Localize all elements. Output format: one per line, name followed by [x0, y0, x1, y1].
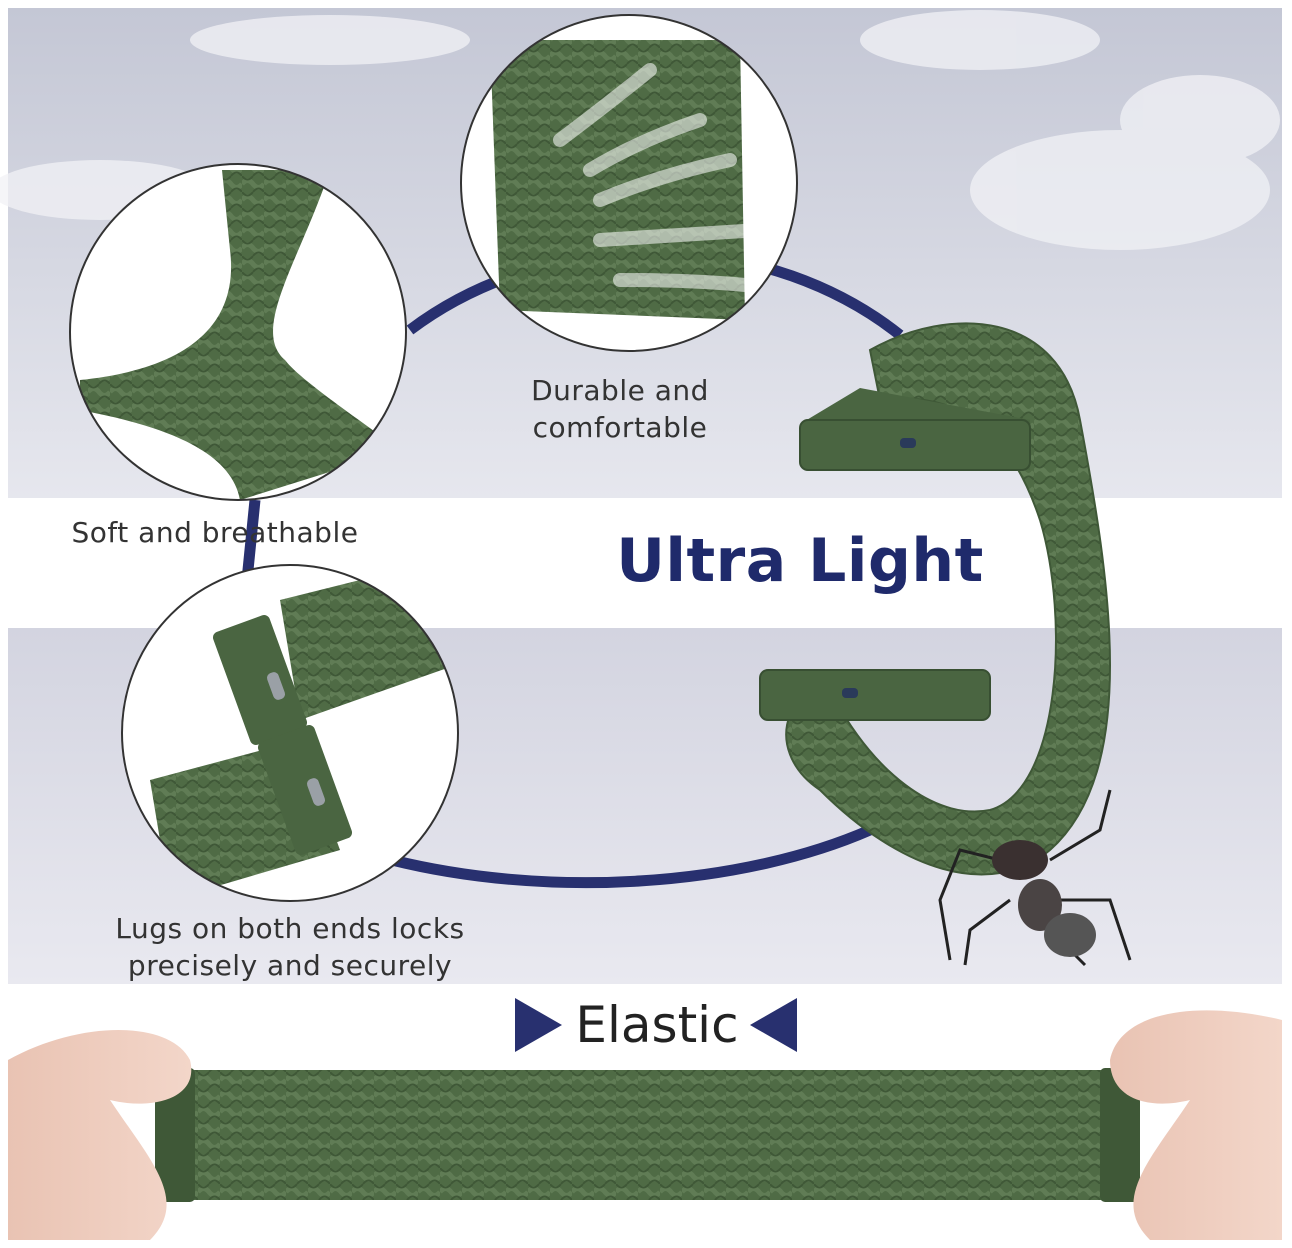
feature-soft-label: Soft and breathable: [71, 516, 359, 549]
ultra-light-headline: Ultra Light: [616, 526, 984, 596]
feature-durable-label: Durable and comfortable: [531, 374, 709, 444]
feature-lugs-label: Lugs on both ends locks precisely and se…: [115, 912, 465, 982]
elastic-label: Elastic: [575, 996, 739, 1054]
